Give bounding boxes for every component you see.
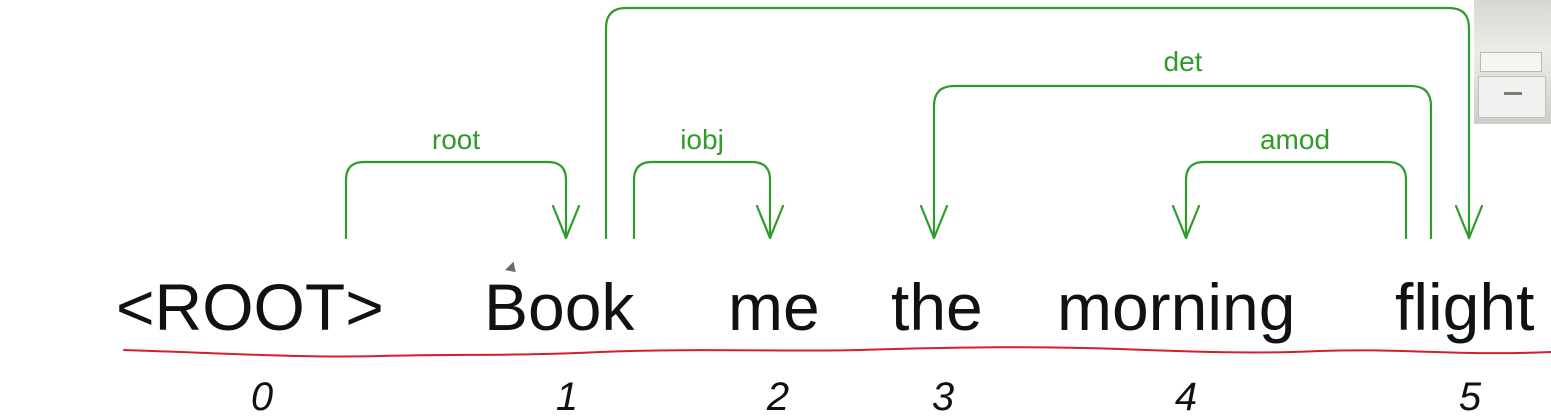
token-book: Book [484,270,635,344]
arc-amod: amod [1171,124,1408,240]
token-me: me [728,270,820,344]
relation-label-iobj: iobj [680,124,724,155]
relation-label-root: root [432,124,480,155]
arc-obj [604,6,1484,240]
annotation-underline [123,346,1551,358]
arc-iobj: iobj [632,124,785,240]
token-root: <ROOT> [116,270,384,344]
webcam-shelf [1480,52,1542,72]
token-flight: flight [1395,270,1534,344]
webcam-thumbnail [1474,0,1551,124]
arc-det: det [919,46,1433,240]
webcam-cabinet [1478,76,1546,118]
index-1: 1 [556,375,578,418]
token-morning: morning [1057,270,1295,344]
index-2: 2 [766,375,789,418]
index-4: 4 [1175,375,1197,418]
webcam-handle [1504,92,1522,95]
index-5: 5 [1459,375,1482,418]
relation-label-det: det [1164,46,1203,77]
index-3: 3 [932,375,954,418]
arc-root: root [344,124,581,240]
token-the: the [891,270,983,344]
index-0: 0 [251,375,273,418]
relation-label-amod: amod [1260,124,1330,155]
